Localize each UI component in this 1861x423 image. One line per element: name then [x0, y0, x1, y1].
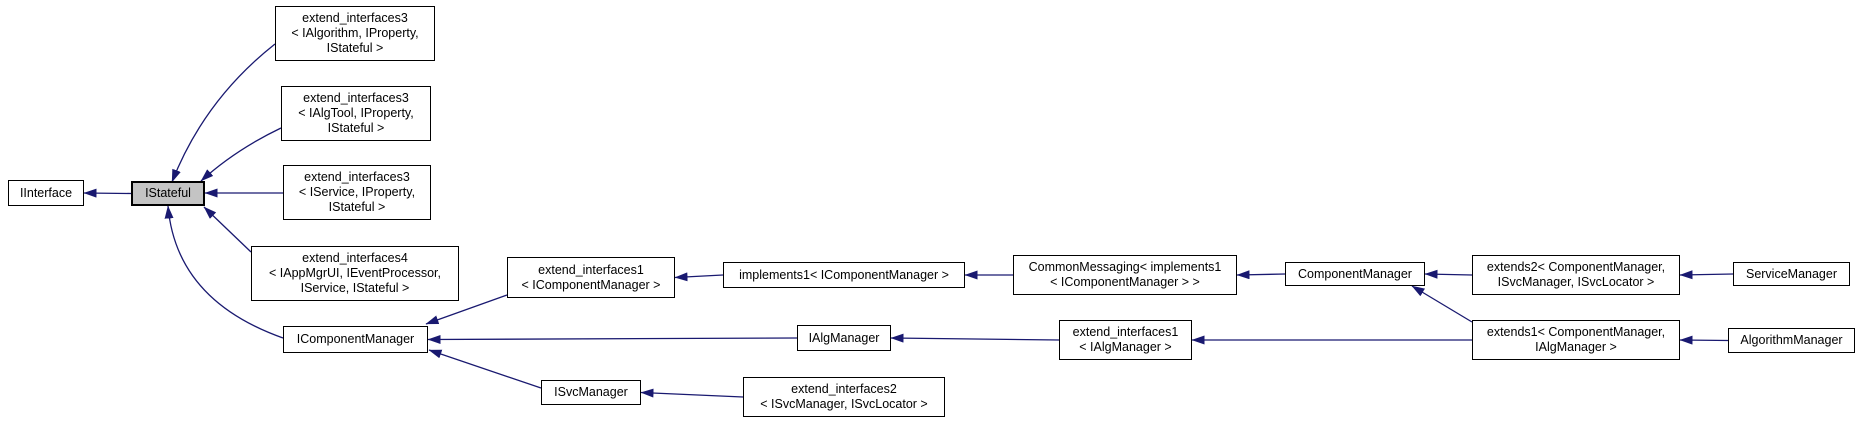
edge-ext_ifc1_icm-to-icomponentmanager: [425, 294, 508, 325]
edge-ext3_ialgtool-to-istateful: [200, 127, 282, 182]
node-iinterface[interactable]: IInterface: [8, 180, 84, 206]
edge-istateful-to-iinterface: [83, 188, 132, 198]
edge-ext_ifc2-to-isvcmanager: [640, 388, 744, 398]
node-algorithmmanager[interactable]: AlgorithmManager: [1728, 328, 1855, 353]
edge-extends1-to-componentmanager: [1411, 285, 1473, 323]
node-ext3_ialgorithm[interactable]: extend_interfaces3 < IAlgorithm, IProper…: [275, 6, 435, 61]
node-ext_ifc1_icm[interactable]: extend_interfaces1 < IComponentManager >: [507, 257, 675, 298]
edge-ext_ifc1_ialg-to-ialgmanager: [890, 333, 1060, 343]
edge-algorithmmanager-to-extends1: [1679, 335, 1729, 345]
node-icomponentmanager[interactable]: IComponentManager: [283, 326, 428, 353]
node-commonmessaging[interactable]: CommonMessaging< implements1 < IComponen…: [1013, 255, 1237, 295]
edge-ialgmanager-to-icomponentmanager: [427, 334, 798, 344]
node-ext_ifc2[interactable]: extend_interfaces2 < ISvcManager, ISvcLo…: [743, 377, 945, 417]
node-istateful[interactable]: IStateful: [131, 181, 205, 206]
edge-isvcmanager-to-icomponentmanager: [428, 349, 542, 389]
node-ext_ifc1_ialg[interactable]: extend_interfaces1 < IAlgManager >: [1059, 320, 1192, 360]
edge-ext3_ialgorithm-to-istateful: [171, 43, 276, 183]
node-servicemanager[interactable]: ServiceManager: [1733, 262, 1850, 286]
edge-icomponentmanager-to-istateful: [164, 205, 284, 339]
edge-ext4_iappmgrui-to-istateful: [203, 206, 252, 253]
node-ialgmanager[interactable]: IAlgManager: [797, 325, 891, 351]
node-extends1[interactable]: extends1< ComponentManager, IAlgManager …: [1472, 320, 1680, 360]
edge-implements1_icm-to-ext_ifc1_icm: [674, 272, 724, 282]
node-ext3_iservice[interactable]: extend_interfaces3 < IService, IProperty…: [283, 165, 431, 220]
edge-servicemanager-to-extends2: [1679, 270, 1734, 280]
node-isvcmanager[interactable]: ISvcManager: [541, 380, 641, 405]
edge-extends2-to-componentmanager: [1424, 269, 1473, 279]
node-implements1_icm[interactable]: implements1< IComponentManager >: [723, 262, 965, 288]
node-extends2[interactable]: extends2< ComponentManager, ISvcManager,…: [1472, 255, 1680, 295]
node-ext3_ialgtool[interactable]: extend_interfaces3 < IAlgTool, IProperty…: [281, 86, 431, 141]
edge-componentmanager-to-commonmessaging: [1236, 270, 1286, 280]
node-componentmanager[interactable]: ComponentManager: [1285, 262, 1425, 286]
node-ext4_iappmgrui[interactable]: extend_interfaces4 < IAppMgrUI, IEventPr…: [251, 246, 459, 301]
